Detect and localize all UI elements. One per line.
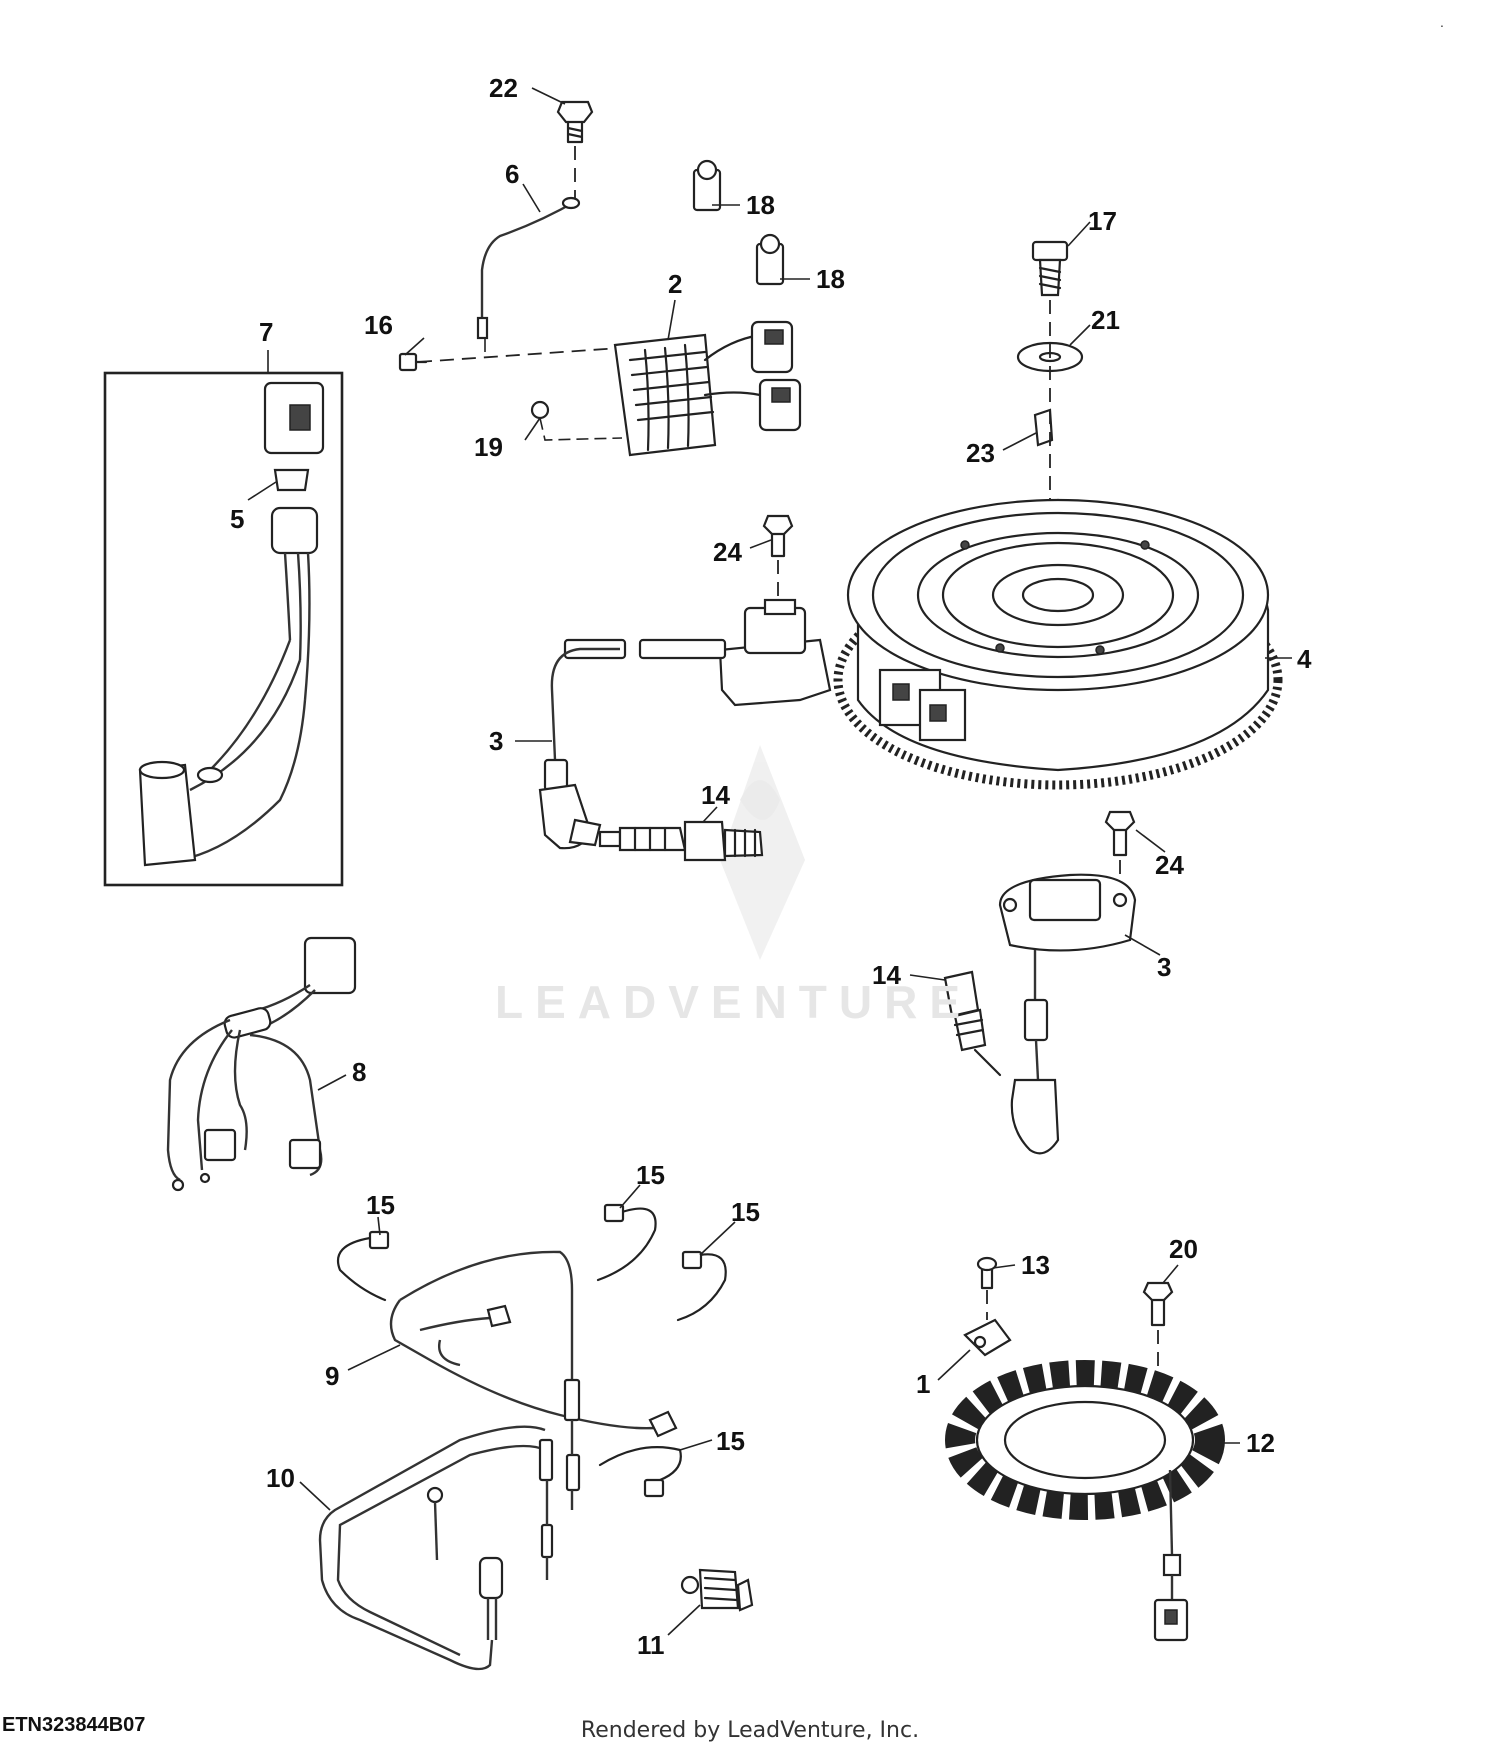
callout-20: 20 [1169,1234,1198,1264]
part-3-ignition-coil-upper [538,598,832,850]
part-20-screw [1142,1281,1174,1400]
callout-15-right: 15 [731,1197,760,1227]
part-24-screw-upper [762,514,794,610]
part-14-spark-plug-upper [598,820,764,862]
callout-1: 1 [916,1369,930,1399]
callout-21: 21 [1091,305,1120,335]
part-16-nut [398,352,428,372]
callout-24-lower: 24 [1155,850,1184,880]
callout-8: 8 [352,1057,366,1087]
callout-15-lower: 15 [716,1426,745,1456]
callout-18-upper: 18 [746,190,775,220]
part-11-oil-pressure-switch [680,1568,754,1612]
part-24-screw-lower [1104,810,1136,880]
part-4-flywheel [833,498,1283,790]
callout-17: 17 [1088,206,1117,236]
callout-5: 5 [230,504,244,534]
part-15-tie-strap-top [596,1203,657,1282]
part-10-wiring-harness [318,1425,554,1671]
callout-4: 4 [1297,644,1312,674]
part-15-tie-strap-right [676,1250,727,1322]
callout-14-lower: 14 [872,960,901,990]
leader-lines [247,87,1292,1636]
callout-7: 7 [259,317,273,347]
part-6-ground-wire [476,196,581,352]
callout-12: 12 [1246,1428,1275,1458]
callout-16: 16 [364,310,393,340]
callout-11: 11 [637,1630,665,1660]
part-18-terminal-lower [755,233,785,286]
part-1-bracket [963,1318,1012,1357]
corner-mark: . [1440,14,1444,30]
callout-labels: 22 6 18 18 2 17 21 23 16 19 7 5 24 4 3 1… [230,73,1312,1660]
part-12-stator [945,1360,1225,1642]
callout-2: 2 [668,269,682,299]
rendered-by-credit: Rendered by LeadVenture, Inc. [580,1718,920,1743]
diagram-id-label: ETN323844B07 [2,1714,146,1736]
callout-18-lower: 18 [816,264,845,294]
part-22-screw [556,100,594,198]
callout-15-left: 15 [366,1190,395,1220]
part-14-spark-plug-lower [943,970,1002,1077]
leadventure-watermark-text: LEADVENTURE [495,976,973,1028]
callout-15-top: 15 [636,1160,665,1190]
callout-24-upper: 24 [713,537,742,567]
part-3-ignition-coil-lower [998,873,1137,1155]
part-15-tie-strap-lower [598,1446,682,1498]
callout-9: 9 [325,1361,339,1391]
part-19-screw [530,400,623,441]
part-7-harness-box [103,350,344,887]
callout-19: 19 [474,432,503,462]
part-2-regulator-module [613,320,802,457]
part-13-screw [976,1256,998,1320]
callout-3-upper: 3 [489,726,503,756]
part-9-wiring-harness [389,1250,678,1510]
part-18-terminal-upper [692,159,722,212]
callout-3-lower: 3 [1157,952,1171,982]
callout-14-upper: 14 [701,780,730,810]
part-17-bolt [1031,240,1069,297]
callout-22: 22 [489,73,518,103]
callout-6: 6 [505,159,519,189]
callout-13: 13 [1021,1250,1050,1280]
part-15-tie-strap-left [337,1230,390,1302]
part-8-wiring-harness [166,936,357,1192]
part-23-woodruff-key [1033,408,1054,447]
callout-10: 10 [266,1463,295,1493]
callout-23: 23 [966,438,995,468]
